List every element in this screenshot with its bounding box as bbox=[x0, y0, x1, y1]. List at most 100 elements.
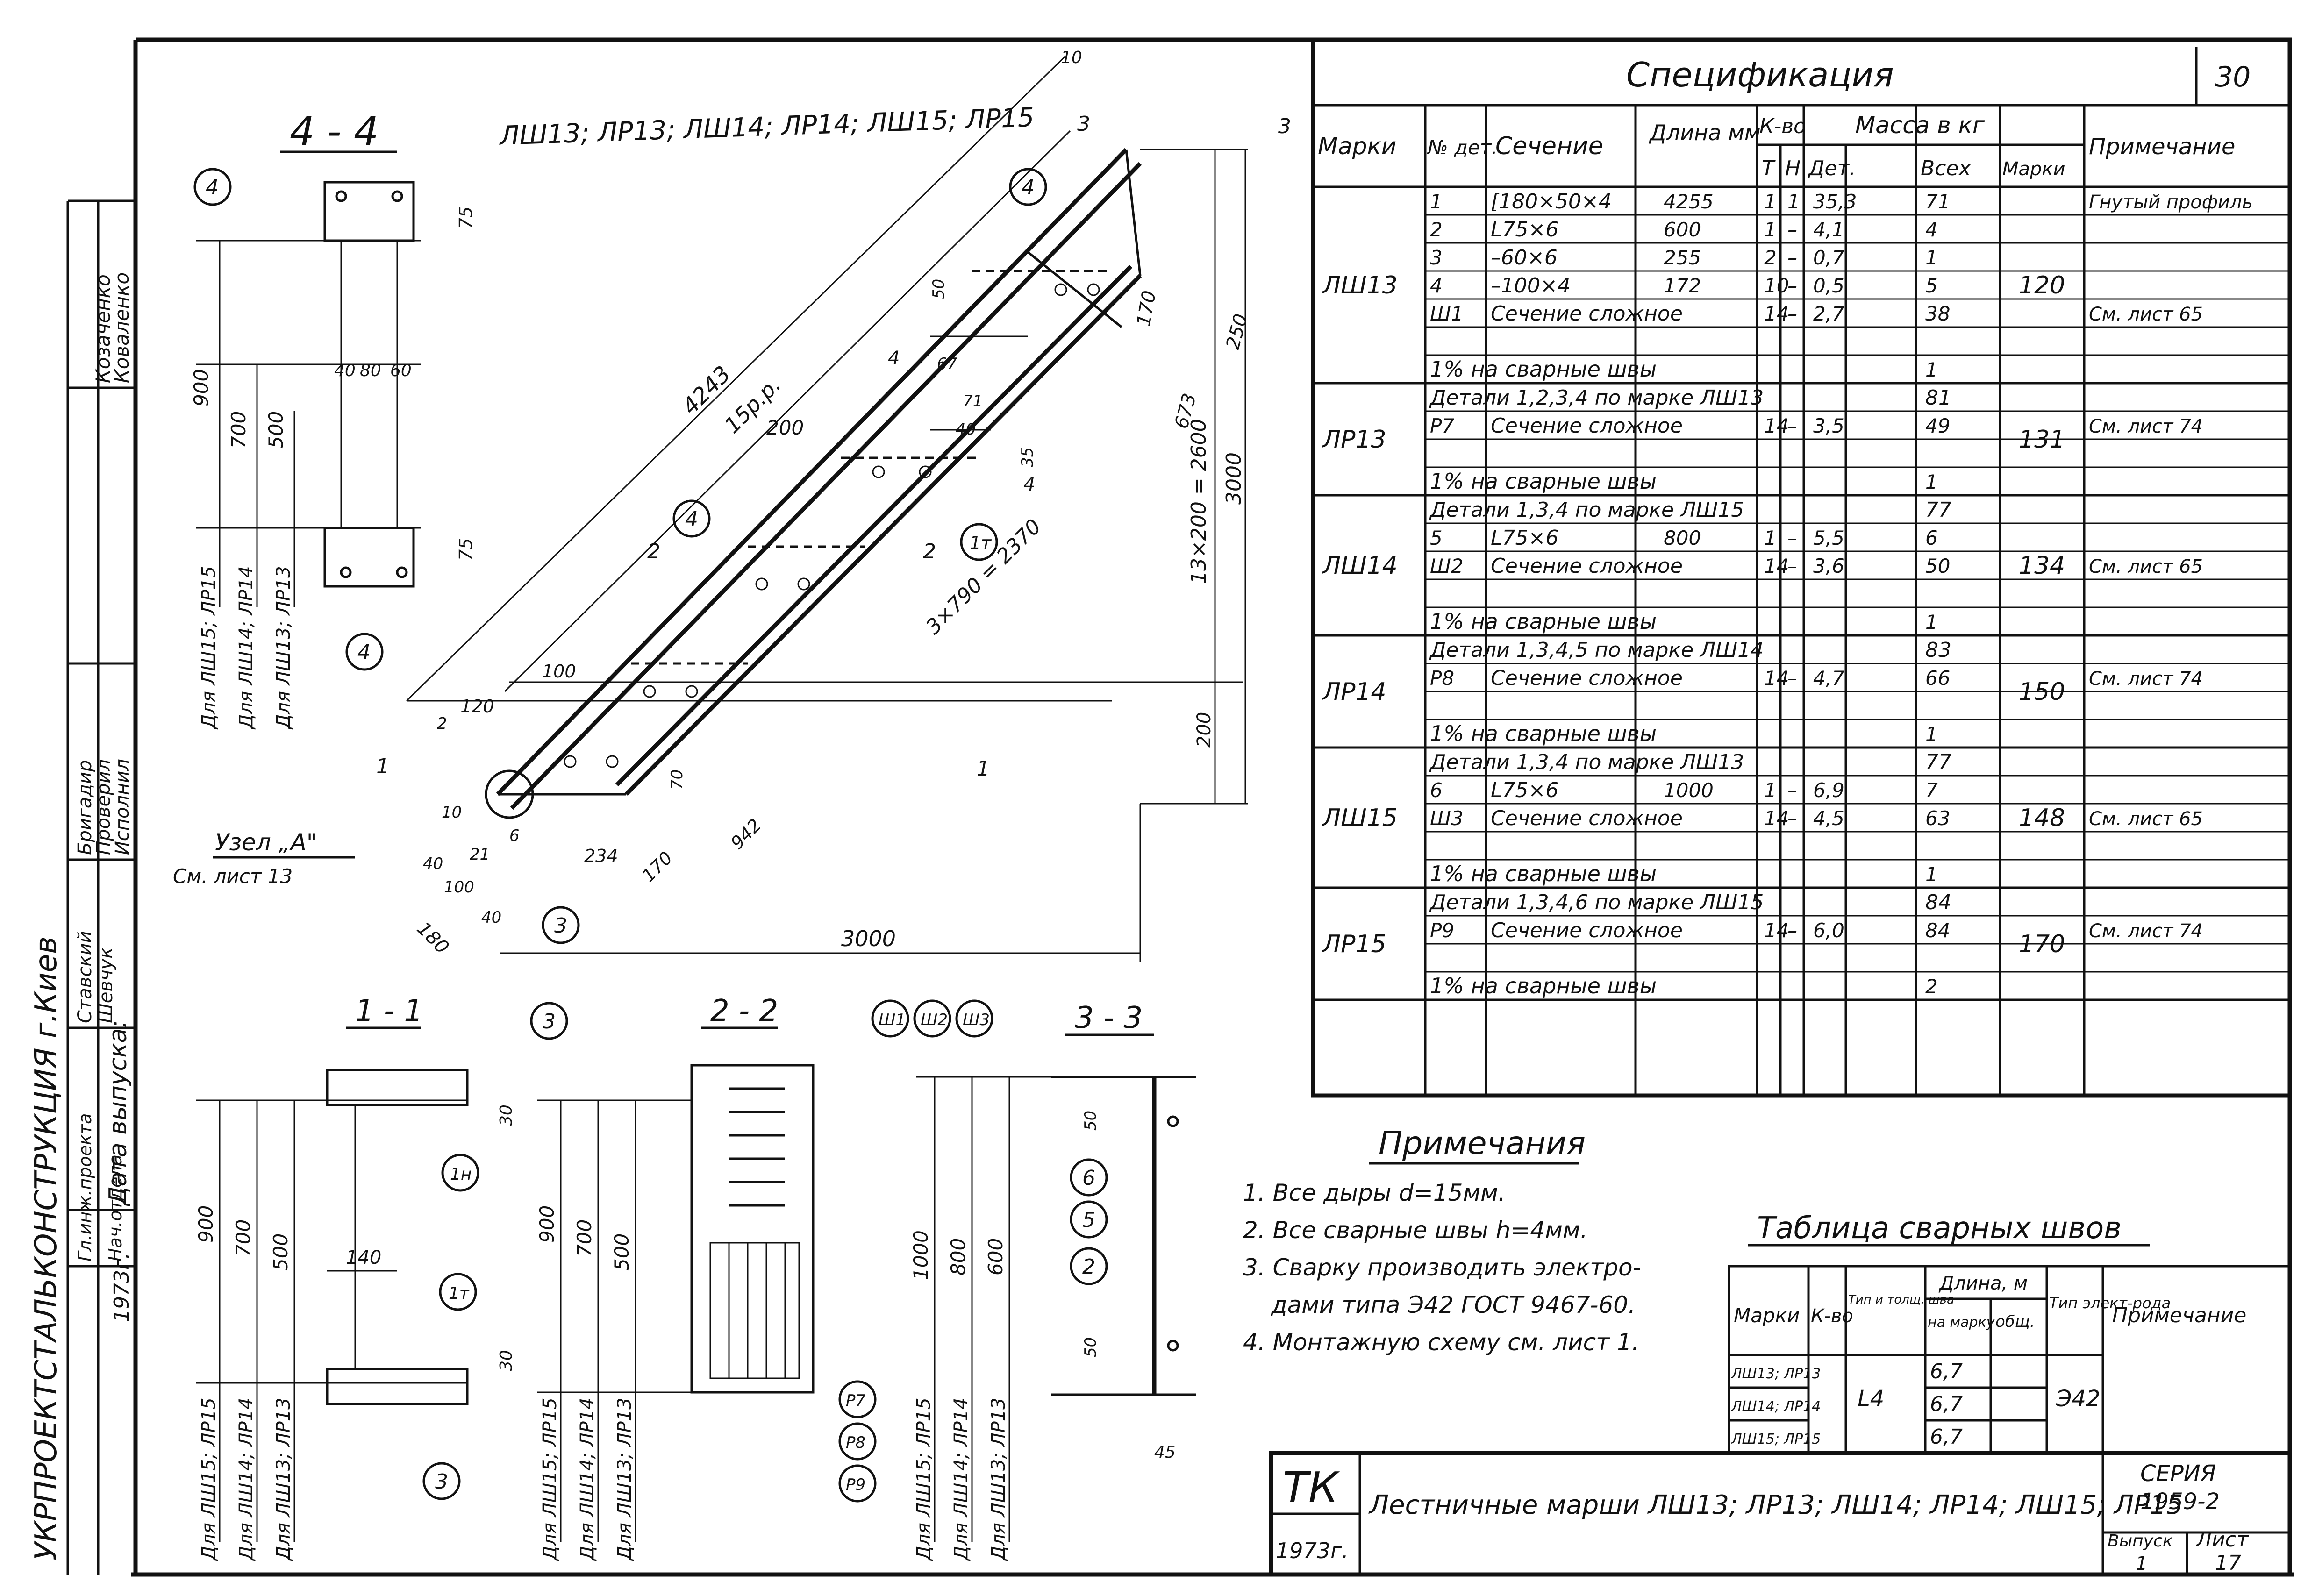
spec-cell-det: 6 bbox=[1430, 779, 1443, 802]
spec-cell-det: 4 bbox=[1430, 274, 1443, 297]
spec-group-head-mass: 81 bbox=[1925, 386, 1951, 410]
spec-h-det: № дет. bbox=[1427, 136, 1498, 159]
dim-11-140: 140 bbox=[346, 1247, 381, 1268]
dim-942: 942 bbox=[727, 815, 765, 853]
spec-weld-row: 1% на сварные швы bbox=[1430, 469, 1657, 494]
dim-2600: 13×200 = 2600 bbox=[1187, 419, 1211, 584]
for-label-15-11: Для ЛШ15; ЛР15 bbox=[198, 1397, 220, 1561]
spec-cell-qty-n: – bbox=[1787, 414, 1797, 437]
spec-cell-section: L75×6 bbox=[1491, 526, 1558, 550]
spec-cell-det: Р9 bbox=[1430, 919, 1454, 942]
spec-cell-mass-det: 6,0 bbox=[1813, 919, 1844, 942]
spec-cell-qty-n: – bbox=[1787, 919, 1797, 942]
spec-cell-section: Сечение сложное bbox=[1491, 806, 1683, 830]
spec-cell-mass-det: 2,7 bbox=[1813, 302, 1844, 325]
marker-4-main: 4 bbox=[685, 507, 698, 531]
dim-2: 2 bbox=[437, 714, 447, 733]
spec-cell-length: 800 bbox=[1664, 527, 1701, 549]
spec-cell-qty-t: 14 bbox=[1764, 414, 1789, 437]
dim-71: 71 bbox=[963, 392, 983, 411]
cut-1-right: 1 bbox=[977, 757, 990, 781]
dim-200-right: 200 bbox=[1193, 712, 1215, 748]
notes-title: Примечания bbox=[1379, 1125, 1586, 1162]
view-title-11: 1 - 1 bbox=[355, 994, 423, 1028]
spec-cell-mass-det: 0,7 bbox=[1813, 246, 1844, 269]
section-33-view: 3 - 3 1000 800 600 50 50 45 Для ЛШ15; ЛР… bbox=[909, 1001, 1196, 1561]
dim-44-80: 80 bbox=[360, 361, 381, 380]
spec-group-head: Детали 1,2,3,4 по марке ЛШ13 bbox=[1429, 386, 1764, 410]
stamp-org: УКРПРОЕКТСТАЛЬКОНСТРУКЦИЯ г.Киев bbox=[29, 936, 64, 1560]
spec-cell-mass-det: 5,5 bbox=[1813, 527, 1844, 549]
note-1: 1. Все дыры d=15мм. bbox=[1243, 1179, 1506, 1206]
dim-22-900: 900 bbox=[536, 1205, 558, 1243]
spec-cell-qty-n: – bbox=[1787, 246, 1797, 269]
stamp-role-4: Исполнил bbox=[112, 759, 133, 855]
dim-4243: 4243 bbox=[677, 361, 736, 420]
spec-h-note: Примечание bbox=[2089, 134, 2235, 160]
welds-h-mark: Марки bbox=[1734, 1304, 1800, 1327]
marker-3-11b: 3 bbox=[435, 1470, 448, 1494]
spec-weld-mass: 1 bbox=[1925, 358, 1938, 381]
spec-cell-qty-n: 1 bbox=[1787, 190, 1800, 213]
dim-70: 70 bbox=[668, 770, 686, 790]
spec-h-t: Т bbox=[1762, 157, 1776, 180]
spec-cell-det: 1 bbox=[1430, 190, 1443, 213]
spec-cell-qty-t: 14 bbox=[1764, 667, 1789, 690]
spec-h-section: Сечение bbox=[1495, 132, 1603, 160]
spec-group-head: Детали 1,3,4 по марке ЛШ15 bbox=[1429, 498, 1744, 522]
spec-h-mass-det: Дет. bbox=[1808, 157, 1856, 180]
tb-issue-value: 1 bbox=[2136, 1553, 2147, 1575]
spec-h-mark: Марки bbox=[1318, 133, 1396, 160]
spec-cell-section: Сечение сложное bbox=[1491, 302, 1683, 326]
spec-cell-qty-t: 1 bbox=[1764, 190, 1777, 213]
tb-sheet-label: Лист bbox=[2195, 1528, 2249, 1552]
spec-weld-mass: 1 bbox=[1925, 863, 1938, 886]
spec-title: Спецификация bbox=[1626, 55, 1894, 94]
for-label-13-44: Для ЛШ13; ЛР13 bbox=[273, 566, 294, 730]
welds-h-electrode: Тип элект-рода bbox=[2049, 1294, 2171, 1312]
spec-cell-qty-t: 14 bbox=[1764, 919, 1789, 942]
cut-2-left: 2 bbox=[647, 540, 660, 563]
section-22-view: 2 - 2 900 700 500 Для ЛШ15; ЛР15 Для ЛШ1… bbox=[536, 994, 993, 1561]
spec-cell-mass-det: 3,5 bbox=[1813, 414, 1844, 437]
cut-3-top: 3 bbox=[1077, 112, 1090, 136]
spec-cell-mass-det: 6,9 bbox=[1813, 779, 1844, 802]
section-11-view: 1 - 1 900 700 500 140 30 30 Для ЛШ15; ЛР… bbox=[194, 994, 568, 1561]
spec-weld-row: 1% на сварные швы bbox=[1430, 973, 1657, 998]
dim-44-75b: 75 bbox=[456, 538, 476, 561]
dim-120: 120 bbox=[460, 696, 494, 717]
dim-33-800: 800 bbox=[947, 1238, 970, 1275]
cut-4-a: 4 bbox=[888, 348, 900, 369]
for-label-14-44: Для ЛШ14; ЛР14 bbox=[236, 566, 257, 730]
spec-cell-mass-all: 1 bbox=[1925, 246, 1938, 269]
spec-group-mark: ЛР13 bbox=[1322, 426, 1386, 454]
cut-3-right: 3 bbox=[1278, 114, 1291, 138]
welds-row-0-mark: ЛШ13; ЛР13 bbox=[1731, 1366, 1821, 1382]
spec-cell-mass-all: 49 bbox=[1925, 414, 1950, 437]
stamp-name-3: Шевчук bbox=[95, 948, 117, 1023]
spec-group-head: Детали 1,3,4 по марке ЛШ13 bbox=[1429, 750, 1744, 774]
welds-electrode-value: Э42 bbox=[2056, 1386, 2101, 1412]
dim-10-bot: 10 bbox=[442, 803, 462, 822]
spec-cell-mass-all: 63 bbox=[1925, 807, 1950, 830]
note-4: 4. Монтажную схему см. лист 1. bbox=[1243, 1329, 1639, 1356]
welds-h-qty: К-во bbox=[1811, 1305, 1853, 1327]
tb-title: Лестничные марши ЛШ13; ЛР13; ЛШ14; ЛР14;… bbox=[1368, 1490, 2183, 1520]
spec-group-mark: ЛШ15 bbox=[1322, 804, 1398, 832]
dim-11-30b: 30 bbox=[497, 1350, 516, 1371]
view-title-22: 2 - 2 bbox=[710, 994, 778, 1028]
for-label-15-22: Для ЛШ15; ЛР15 bbox=[539, 1397, 561, 1561]
welds-row-1-len: 6,7 bbox=[1930, 1392, 1963, 1416]
for-label-14-11: Для ЛШ14; ЛР14 bbox=[236, 1397, 257, 1561]
spec-group-head: Детали 1,3,4,6 по марке ЛШ15 bbox=[1429, 891, 1764, 914]
dim-44-700: 700 bbox=[227, 411, 250, 449]
spec-weld-row: 1% на сварные швы bbox=[1430, 356, 1657, 382]
spec-h-mass-all: Всех bbox=[1921, 157, 1971, 180]
dim-11-500: 500 bbox=[269, 1233, 292, 1271]
spec-cell-mass-all: 50 bbox=[1925, 555, 1950, 577]
spec-cell-section: –100×4 bbox=[1491, 274, 1571, 298]
spec-cell-qty-n: – bbox=[1787, 302, 1797, 325]
stamp-role-1: Нач.отдела bbox=[105, 1154, 126, 1261]
dim-33-1000: 1000 bbox=[909, 1230, 932, 1280]
spec-cell-section: L75×6 bbox=[1491, 218, 1558, 242]
